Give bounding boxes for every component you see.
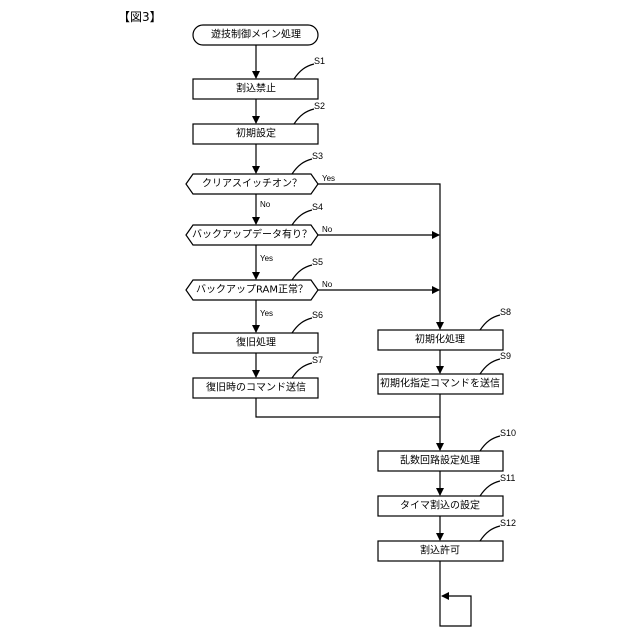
figure-label: 【図3】 xyxy=(118,10,162,24)
branch-label-s3-yes: Yes xyxy=(322,174,335,183)
step-number-s3: S3 xyxy=(312,151,323,161)
s6-label: 復旧処理 xyxy=(236,336,276,349)
step-leader xyxy=(480,436,500,451)
branch-label-s5-no: No xyxy=(322,280,333,289)
s8-label: 初期化処理 xyxy=(415,333,465,346)
loop-connector xyxy=(440,561,471,626)
step-leader xyxy=(292,159,312,174)
s7-label: 復旧時のコマンド送信 xyxy=(206,381,306,394)
step-number-s9: S9 xyxy=(500,351,511,361)
step-number-s6: S6 xyxy=(312,310,323,320)
step-number-s1: S1 xyxy=(314,56,325,66)
s9-label: 初期化指定コマンドを送信 xyxy=(380,377,500,390)
step-leader xyxy=(480,315,500,330)
s2-label: 初期設定 xyxy=(236,127,276,140)
branch-label-s5-yes: Yes xyxy=(260,309,273,318)
connector xyxy=(256,398,440,417)
s11-label: タイマ割込の設定 xyxy=(400,499,480,512)
step-number-s4: S4 xyxy=(312,202,323,212)
step-number-s7: S7 xyxy=(312,355,323,365)
step-number-s2: S2 xyxy=(314,101,325,111)
step-leader xyxy=(480,526,500,541)
s4-label: バックアップデータ有り？ xyxy=(192,228,312,241)
s3-label: クリアスイッチオン？ xyxy=(202,178,302,190)
step-leader xyxy=(480,359,500,374)
connector xyxy=(318,184,440,329)
step-leader xyxy=(292,210,312,225)
s1-label: 割込禁止 xyxy=(236,82,276,95)
step-leader xyxy=(294,64,314,79)
start-label: 遊技制御メイン処理 xyxy=(211,28,301,41)
step-leader xyxy=(480,481,500,496)
step-number-s8: S8 xyxy=(500,307,511,317)
step-number-s11: S11 xyxy=(500,473,515,483)
step-number-s5: S5 xyxy=(312,257,323,267)
step-number-s10: S10 xyxy=(500,428,516,438)
step-leader xyxy=(292,318,312,333)
step-number-s12: S12 xyxy=(500,518,516,528)
branch-label-s4-no: No xyxy=(322,225,333,234)
s10-label: 乱数回路設定処理 xyxy=(400,454,480,467)
branch-label-s3-no: No xyxy=(260,200,271,209)
s5-label: バックアップRAM正常？ xyxy=(196,283,308,296)
branch-label-s4-yes: Yes xyxy=(260,254,273,263)
step-leader xyxy=(294,109,314,124)
step-leader xyxy=(292,265,312,280)
step-leader xyxy=(292,363,312,378)
s12-label: 割込許可 xyxy=(420,544,460,557)
